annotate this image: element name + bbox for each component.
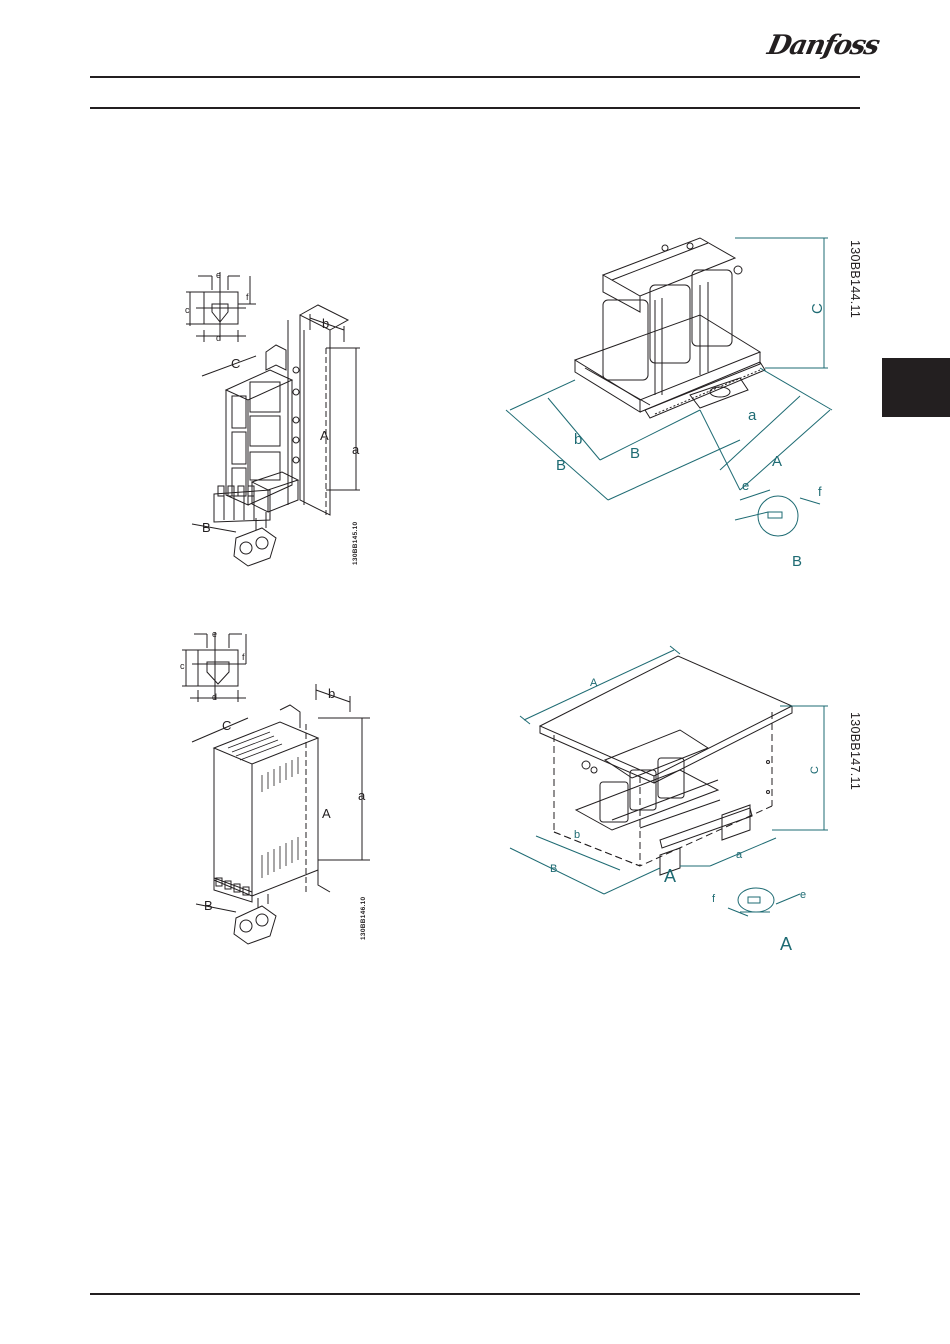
label-a-4: a	[736, 849, 743, 861]
label-C-4: C	[809, 766, 821, 774]
label-f-4: f	[712, 893, 716, 905]
figure-code-4: 130BB147.11	[848, 712, 862, 790]
label-B-4: B	[550, 863, 557, 875]
label-e-4: e	[800, 889, 806, 901]
label-b-4: b	[574, 829, 580, 841]
label-detail-A-4: A	[780, 934, 792, 954]
label-A-top-4: A	[590, 677, 598, 689]
label-A-marker-4: A	[664, 866, 676, 886]
enclosure-4	[540, 656, 792, 875]
